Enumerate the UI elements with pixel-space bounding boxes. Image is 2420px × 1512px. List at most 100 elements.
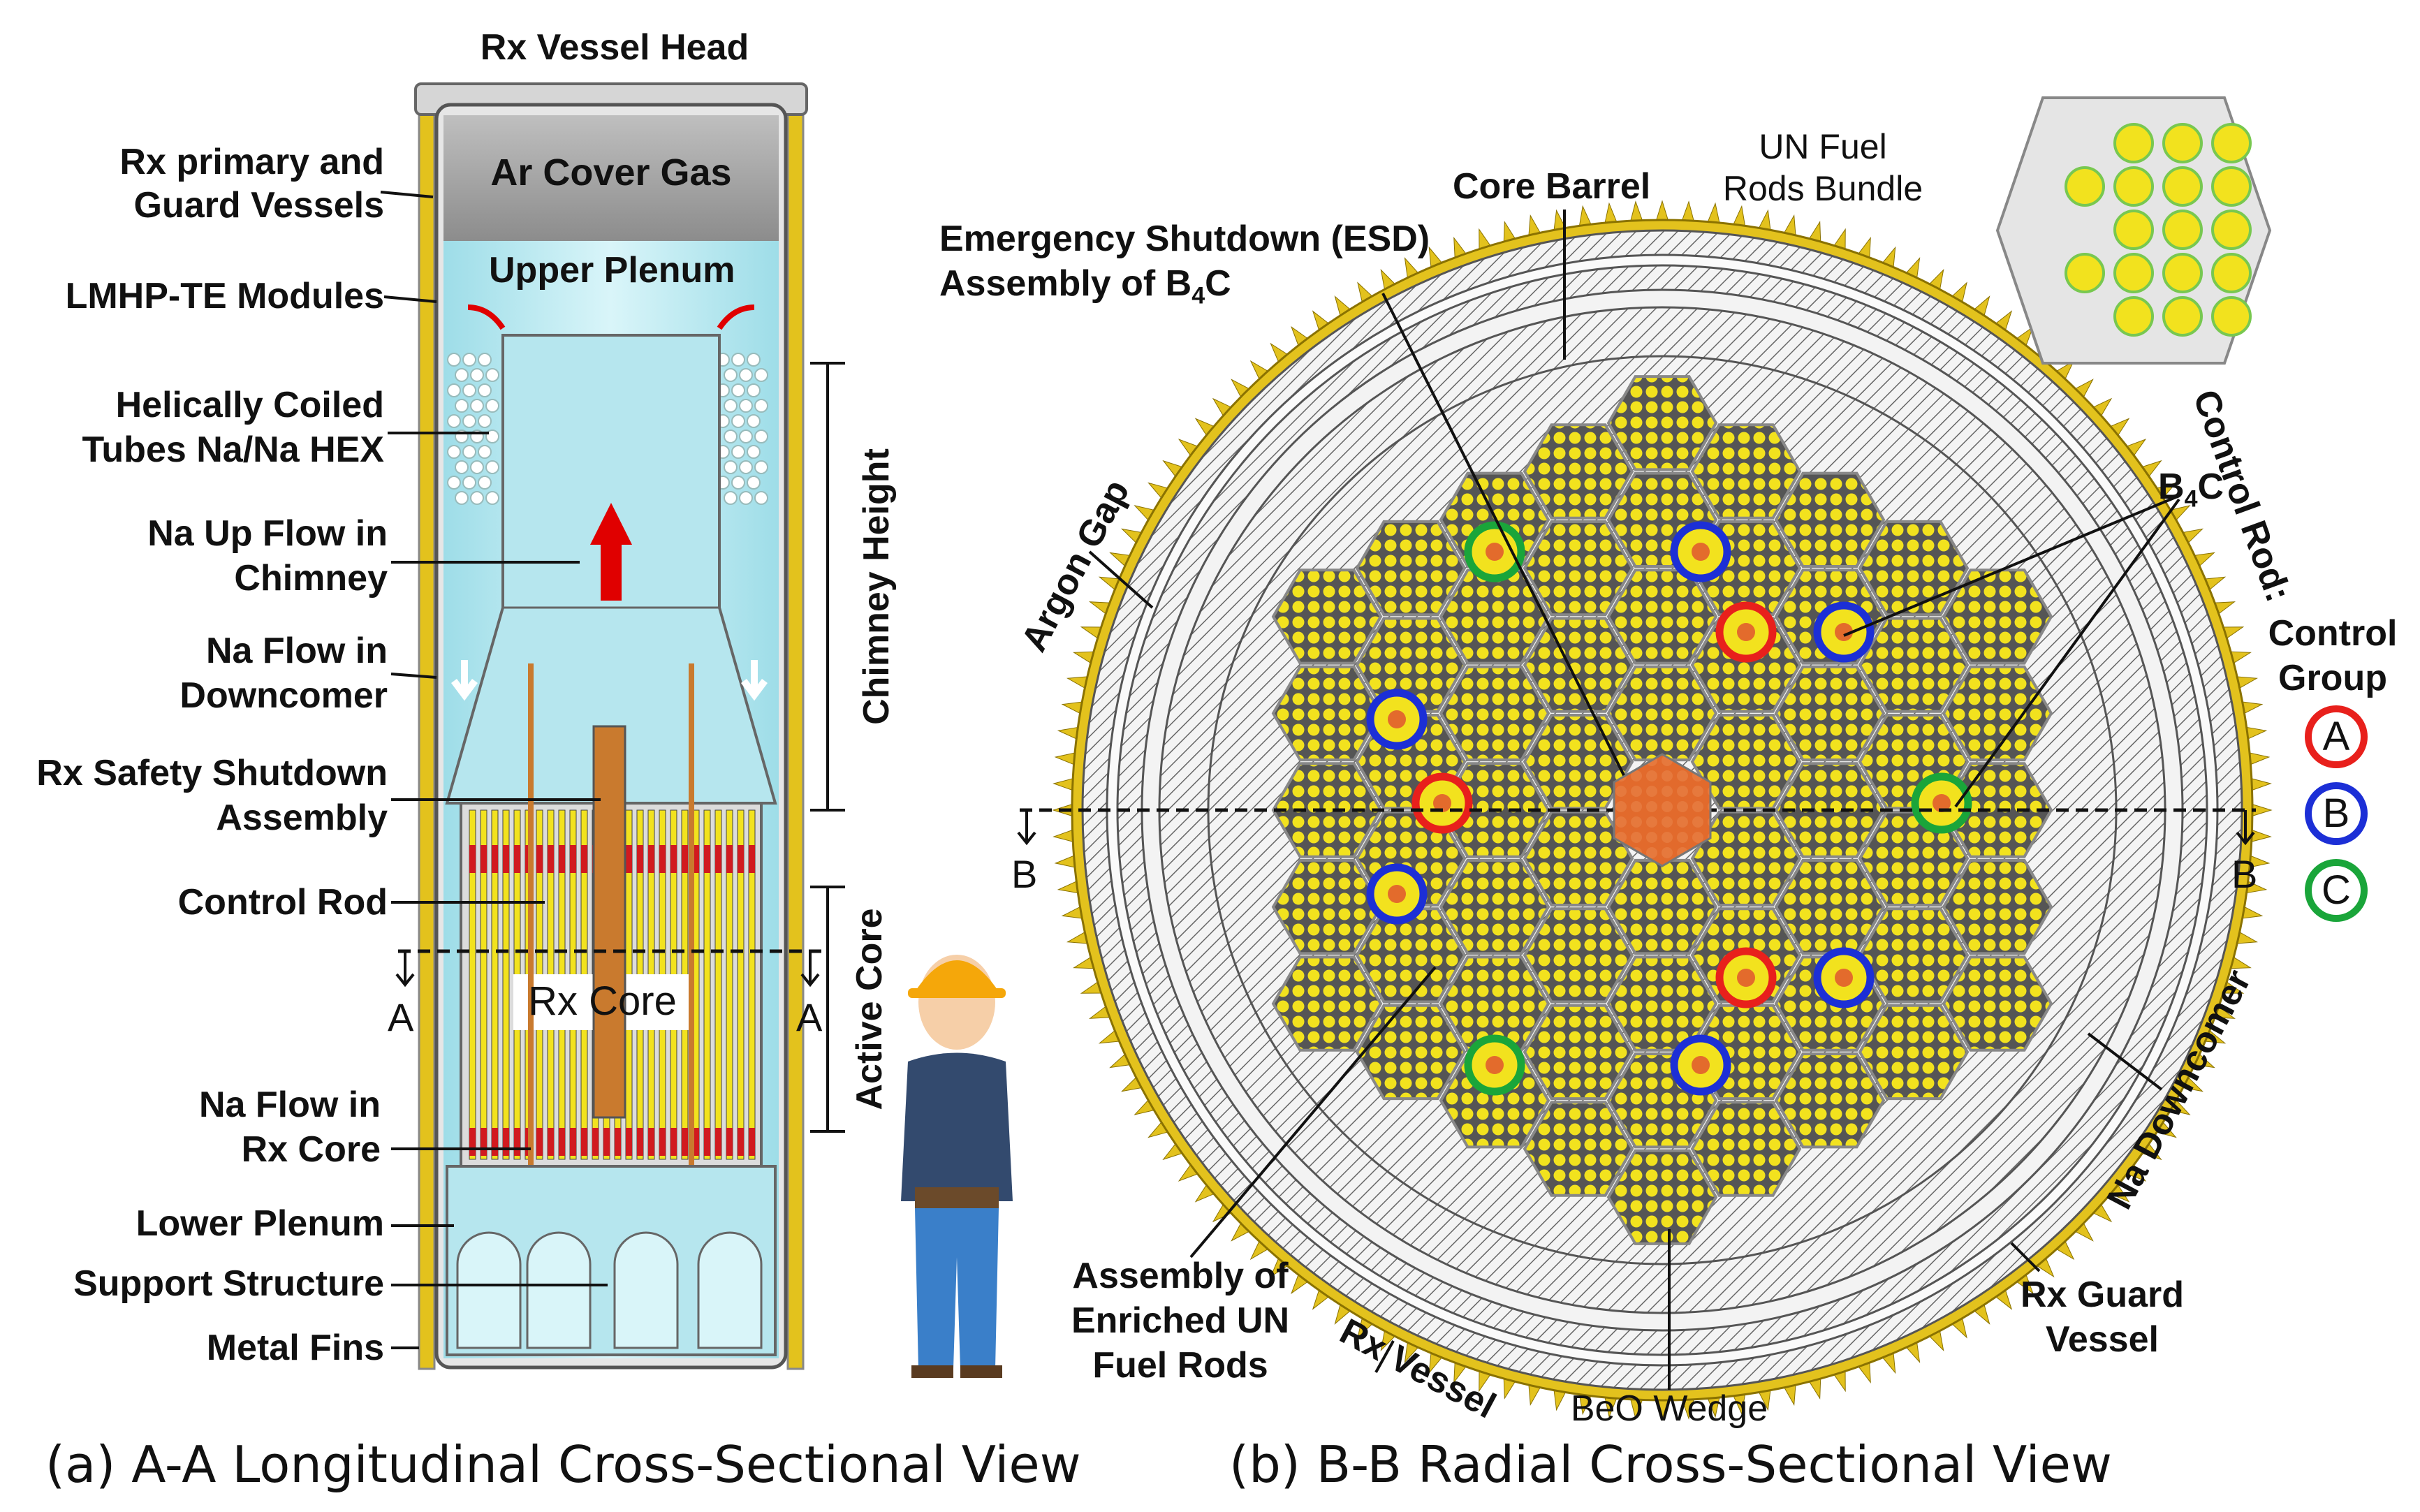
- fuel-rod-end: [570, 845, 576, 873]
- fuel-rod-end: [738, 1128, 744, 1156]
- fuel-assembly: [1523, 1004, 1634, 1101]
- fuel-rod-end: [749, 845, 755, 873]
- fuel-rod-end: [637, 1128, 643, 1156]
- hex-tube: [447, 445, 461, 459]
- control-rod-label: Control Rod: [177, 882, 388, 923]
- fuel-rod-end: [559, 845, 565, 873]
- right-caption: (b) B-B Radial Cross-Sectional View: [1229, 1435, 2112, 1494]
- hex-tube: [754, 399, 768, 413]
- hex-tube: [731, 353, 745, 367]
- engineer-figure: [901, 955, 1013, 1378]
- safety-label-1: Rx Safety Shutdown: [36, 753, 388, 793]
- fuel-assembly: [1271, 858, 1383, 955]
- fuel-rod-end: [603, 1128, 610, 1156]
- fuel-assembly: [1355, 617, 1467, 713]
- hex-tube: [754, 460, 768, 474]
- hex-tube: [462, 476, 476, 490]
- b4c-label: B4C: [2158, 467, 2224, 513]
- guard-vessel-label-2: Vessel: [2046, 1319, 2159, 1360]
- un-fuel-bundle-inset: [1995, 96, 2272, 365]
- hex-tube: [724, 368, 738, 382]
- fuel-rod-end: [481, 845, 487, 873]
- hex-tube: [455, 460, 469, 474]
- fuel-assembly: [1523, 423, 1634, 520]
- control-rod-b4c: [1933, 794, 1951, 812]
- fuel-rod-end: [626, 1128, 632, 1156]
- control-group-legend: [2305, 705, 2368, 922]
- fuel-rod-end: [492, 1128, 498, 1156]
- un-fuel-rod: [2113, 123, 2154, 163]
- fuel-rod-end: [648, 1128, 654, 1156]
- hex-tube: [478, 445, 492, 459]
- control-rod-b4c: [1737, 623, 1755, 641]
- fuel-rod: [737, 809, 745, 1160]
- hex-tube: [747, 445, 761, 459]
- fuel-rod-end: [715, 845, 721, 873]
- hex-tube: [731, 414, 745, 428]
- control-rod-rings: [1366, 521, 1972, 1096]
- hex-tube: [455, 399, 469, 413]
- fuel-rod-end: [536, 845, 543, 873]
- un-fuel-rod: [2162, 123, 2203, 163]
- un-fuel-rod: [2065, 253, 2105, 293]
- hex-tube: [731, 476, 745, 490]
- fuel-rod-end: [592, 1128, 599, 1156]
- radial-view: [1017, 200, 2273, 1421]
- hex-tube: [485, 368, 499, 382]
- cover-gas-region: [443, 115, 779, 241]
- fuel-assembly: [1271, 665, 1383, 762]
- fuel-rod: [480, 809, 487, 1160]
- hex-tube: [754, 368, 768, 382]
- hex-tube: [739, 491, 753, 505]
- control-rod-b4c: [1835, 623, 1853, 641]
- fuel-rod: [502, 809, 510, 1160]
- fuel-assembly: [1606, 375, 1718, 471]
- hex-label-2: Tubes Na/Na HEX: [82, 430, 384, 470]
- fuel-assembly: [1858, 520, 1970, 617]
- fuel-rod-end: [682, 845, 688, 873]
- hex-tube: [739, 460, 753, 474]
- un-fuel-rod: [2211, 210, 2252, 250]
- fuel-rod-end: [726, 845, 733, 873]
- esd-assembly: [1613, 753, 1712, 867]
- fuel-rod-end: [693, 845, 699, 873]
- assembly-label-2: Enriched UN: [1071, 1300, 1290, 1341]
- hex-tube: [754, 430, 768, 443]
- hex-tube: [485, 491, 499, 505]
- fuel-rod-end: [693, 1128, 699, 1156]
- fuel-rod: [469, 809, 476, 1160]
- un-fuel-rod: [2162, 210, 2203, 250]
- fuel-assembly: [1858, 617, 1970, 713]
- active-core-label: Active Core: [849, 908, 890, 1110]
- hex-tube: [478, 383, 492, 397]
- fuel-rod: [703, 809, 711, 1160]
- fuel-assembly: [1271, 568, 1383, 665]
- hex-tube: [485, 430, 499, 443]
- hex-tube: [724, 399, 738, 413]
- safety-assembly: [592, 725, 626, 1119]
- downcomer-label-1: Na Flow in: [206, 631, 388, 671]
- control-group-label-1: Control: [2268, 613, 2398, 654]
- un-fuel-rod: [2211, 296, 2252, 337]
- hex-tube: [747, 414, 761, 428]
- fuel-rod-end: [648, 845, 654, 873]
- fuel-assembly: [1439, 955, 1550, 1052]
- hex-tube: [470, 460, 484, 474]
- left-caption: (a) A-A Longitudinal Cross-Sectional Vie…: [45, 1435, 1081, 1494]
- control-group-c: C: [2322, 867, 2351, 913]
- safety-label-2: Assembly: [216, 798, 388, 838]
- hex-tube: [447, 353, 461, 367]
- fuel-rod-end: [581, 845, 587, 873]
- fuel-assembly: [1271, 762, 1383, 858]
- fuel-rod: [748, 809, 756, 1160]
- fuel-rod-end: [514, 845, 520, 873]
- hex-tube: [455, 368, 469, 382]
- fuel-rod-end: [726, 1128, 733, 1156]
- support-arches: [456, 1231, 763, 1349]
- core-flow-label-1: Na Flow in: [199, 1085, 381, 1125]
- un-fuel-rod: [2162, 253, 2203, 293]
- control-rod-b4c: [1835, 969, 1853, 987]
- fuel-assembly: [1606, 858, 1718, 955]
- un-fuel-rod: [2113, 166, 2154, 207]
- fuel-rod-end: [704, 1128, 710, 1156]
